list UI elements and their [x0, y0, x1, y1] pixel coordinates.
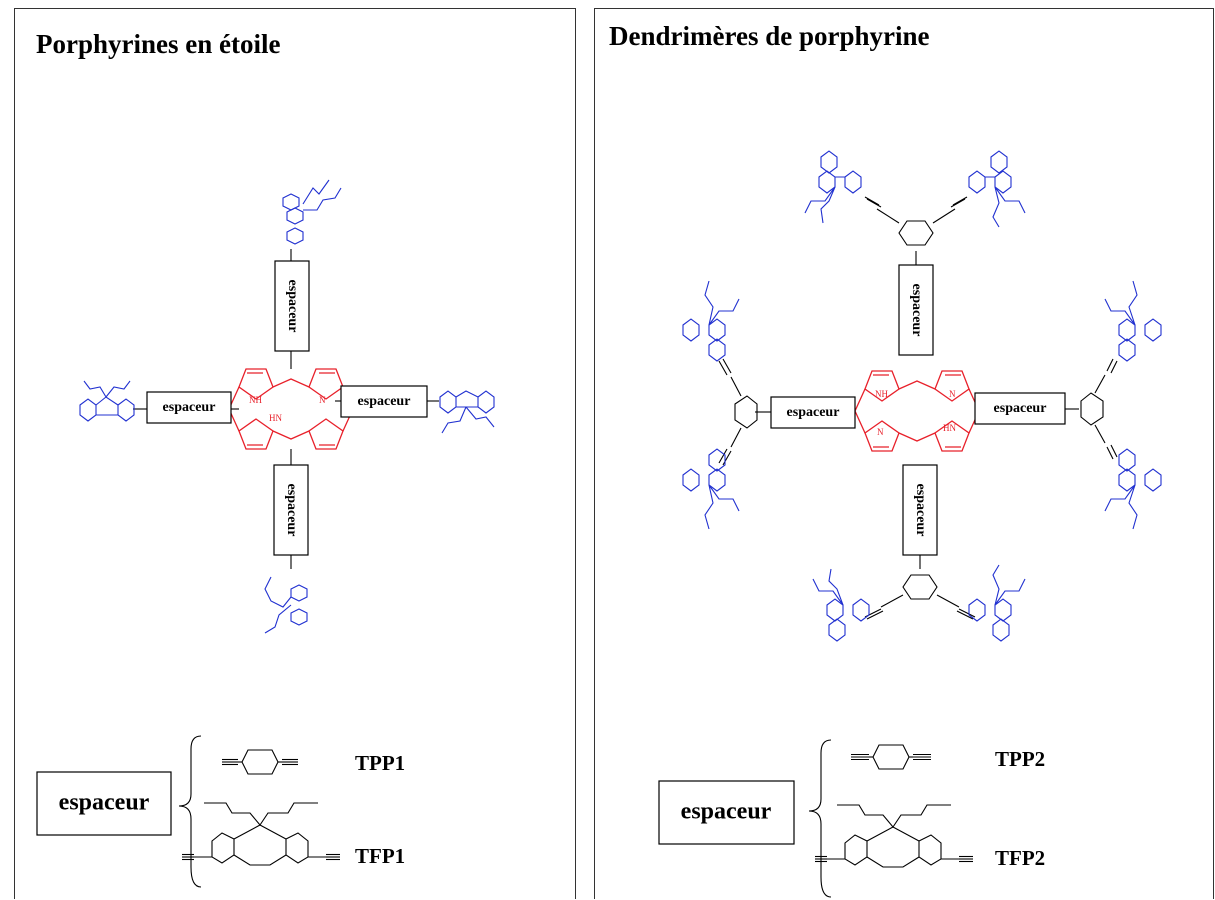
spacer-bottom-label: espaceur [913, 484, 928, 537]
legend-left: espaceur TPP1 TFP1 [36, 735, 405, 888]
fluorene-right [439, 390, 495, 434]
spacer-bottom: espaceur [902, 464, 938, 556]
fluorene-top-left [804, 150, 862, 224]
spacer-left: espaceur [146, 391, 232, 424]
atom-label-n: N [319, 395, 326, 405]
spacer-left: espaceur [770, 396, 856, 429]
spacer-top-label: espaceur [285, 280, 300, 333]
compound-label-tfp2: TFP2 [995, 846, 1045, 870]
legend-spacer-box [658, 780, 795, 845]
dendrimer-diagram: NH N N HN espaceur espaceur espaceur esp… [658, 150, 1162, 898]
spacer-top: espaceur [274, 260, 310, 352]
atom-label-nh: NH [249, 395, 262, 405]
spacer-right: espaceur [974, 392, 1066, 425]
tfp1-structure [182, 802, 340, 866]
spacer-right-label: espaceur [358, 394, 411, 409]
tfp2-structure [815, 804, 973, 868]
fluorene-bottom-left [812, 568, 870, 642]
legend-spacer-box [36, 771, 172, 836]
branch-cores [718, 196, 1118, 620]
atom-label-n-2: N [877, 427, 884, 437]
star-porphyrin-diagram: NH N HN espaceur espaceur espaceur [36, 179, 495, 888]
legend-spacer-label: espaceur [59, 790, 150, 816]
compound-label-tpp1: TPP1 [355, 751, 405, 775]
spacer-right-label: espaceur [994, 401, 1047, 416]
atom-label-hn: HN [269, 413, 282, 423]
spacer-left-label: espaceur [787, 405, 840, 420]
panel-star-porphyrins: Porphyrines en étoile NH N HN [14, 8, 576, 899]
legend-brace [808, 739, 832, 898]
fluorene-left-bottom [682, 448, 740, 530]
panel-porphyrin-dendrimers: Dendrimères de porphyrine NH N N HN espa [594, 8, 1214, 899]
tpp2-structure [851, 744, 931, 770]
legend-brace [178, 735, 202, 888]
fluorene-top-right [968, 150, 1026, 228]
panel-title: Porphyrines en étoile [36, 29, 281, 59]
fluorene-left-top [682, 280, 740, 362]
fluorene-top [282, 179, 342, 245]
compound-label-tpp2: TPP2 [995, 747, 1045, 771]
fluorene-right-top [1104, 280, 1162, 362]
panel-title: Dendrimères de porphyrine [609, 21, 930, 51]
compound-label-tfp1: TFP1 [355, 844, 405, 868]
legend-spacer-label: espaceur [681, 799, 772, 825]
atom-label-nh: NH [875, 389, 888, 399]
fluorene-right-bottom [1104, 448, 1162, 530]
spacer-bottom: espaceur [273, 464, 309, 556]
spacer-right: espaceur [340, 385, 428, 418]
spacer-top: espaceur [898, 264, 934, 356]
atom-label-n: N [949, 389, 956, 399]
fluorene-bottom [264, 576, 308, 634]
fluorene-left [79, 380, 135, 422]
spacer-bottom-label: espaceur [284, 484, 299, 537]
atom-label-hn: HN [943, 423, 956, 433]
fluorene-bottom-right [968, 564, 1026, 642]
spacer-left-label: espaceur [163, 400, 216, 415]
spacer-top-label: espaceur [909, 284, 924, 337]
porphyrin-core: NH N HN [228, 368, 354, 450]
porphyrin-core: NH N N HN [854, 370, 980, 452]
tpp1-structure [222, 749, 298, 775]
legend-right: espaceur TPP2 TFP2 [658, 739, 1045, 898]
